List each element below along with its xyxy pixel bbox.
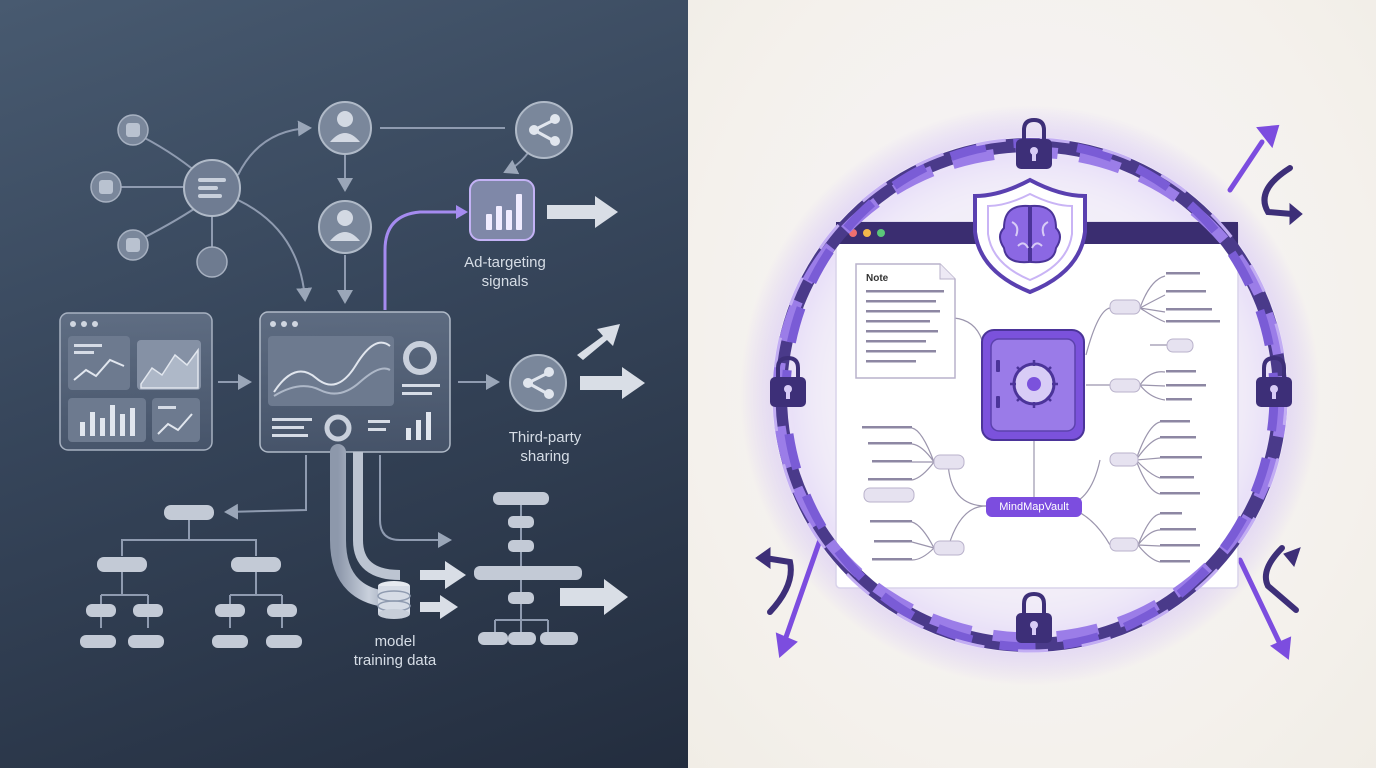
share-icon bbox=[515, 101, 573, 159]
lock-icon bbox=[770, 355, 806, 407]
analytics-window bbox=[59, 312, 213, 451]
vault-label: MindMapVault bbox=[986, 497, 1082, 517]
model-training-label: model training data bbox=[353, 633, 437, 669]
mind-map-text-lines bbox=[862, 272, 1220, 563]
ad-signal-arrowhead bbox=[456, 205, 468, 219]
hierarchy-tree-right bbox=[474, 492, 582, 645]
lock-icon bbox=[1016, 591, 1052, 643]
note-icon bbox=[855, 263, 956, 379]
outgoing-arrows bbox=[420, 196, 645, 619]
share-icon bbox=[509, 354, 567, 412]
database-icon bbox=[377, 581, 411, 619]
ad-signal-connector bbox=[383, 210, 462, 310]
user-icon bbox=[318, 200, 372, 254]
note-title: Note bbox=[866, 273, 889, 284]
lock-icon bbox=[1256, 355, 1292, 407]
bar-chart-icon bbox=[469, 179, 535, 241]
deflected-arrows bbox=[755, 124, 1303, 660]
mind-map-nodes bbox=[863, 299, 1194, 556]
hierarchy-tree-left bbox=[80, 505, 302, 648]
safe-icon bbox=[981, 329, 1085, 441]
brain-shield-icon bbox=[973, 177, 1087, 295]
third-party-label: Third-party sharing bbox=[508, 429, 582, 465]
data-flow-diagram bbox=[59, 101, 645, 648]
central-dashboard-window bbox=[259, 311, 451, 453]
data-exploitation-panel: Ad-targeting signals Third-party sharing… bbox=[0, 0, 688, 768]
mind-map-branches bbox=[911, 275, 1167, 563]
lock-icon bbox=[1016, 117, 1052, 169]
ad-targeting-label: Ad-targeting signals bbox=[464, 254, 546, 290]
network-graph bbox=[90, 114, 241, 278]
user-icon bbox=[318, 101, 372, 155]
